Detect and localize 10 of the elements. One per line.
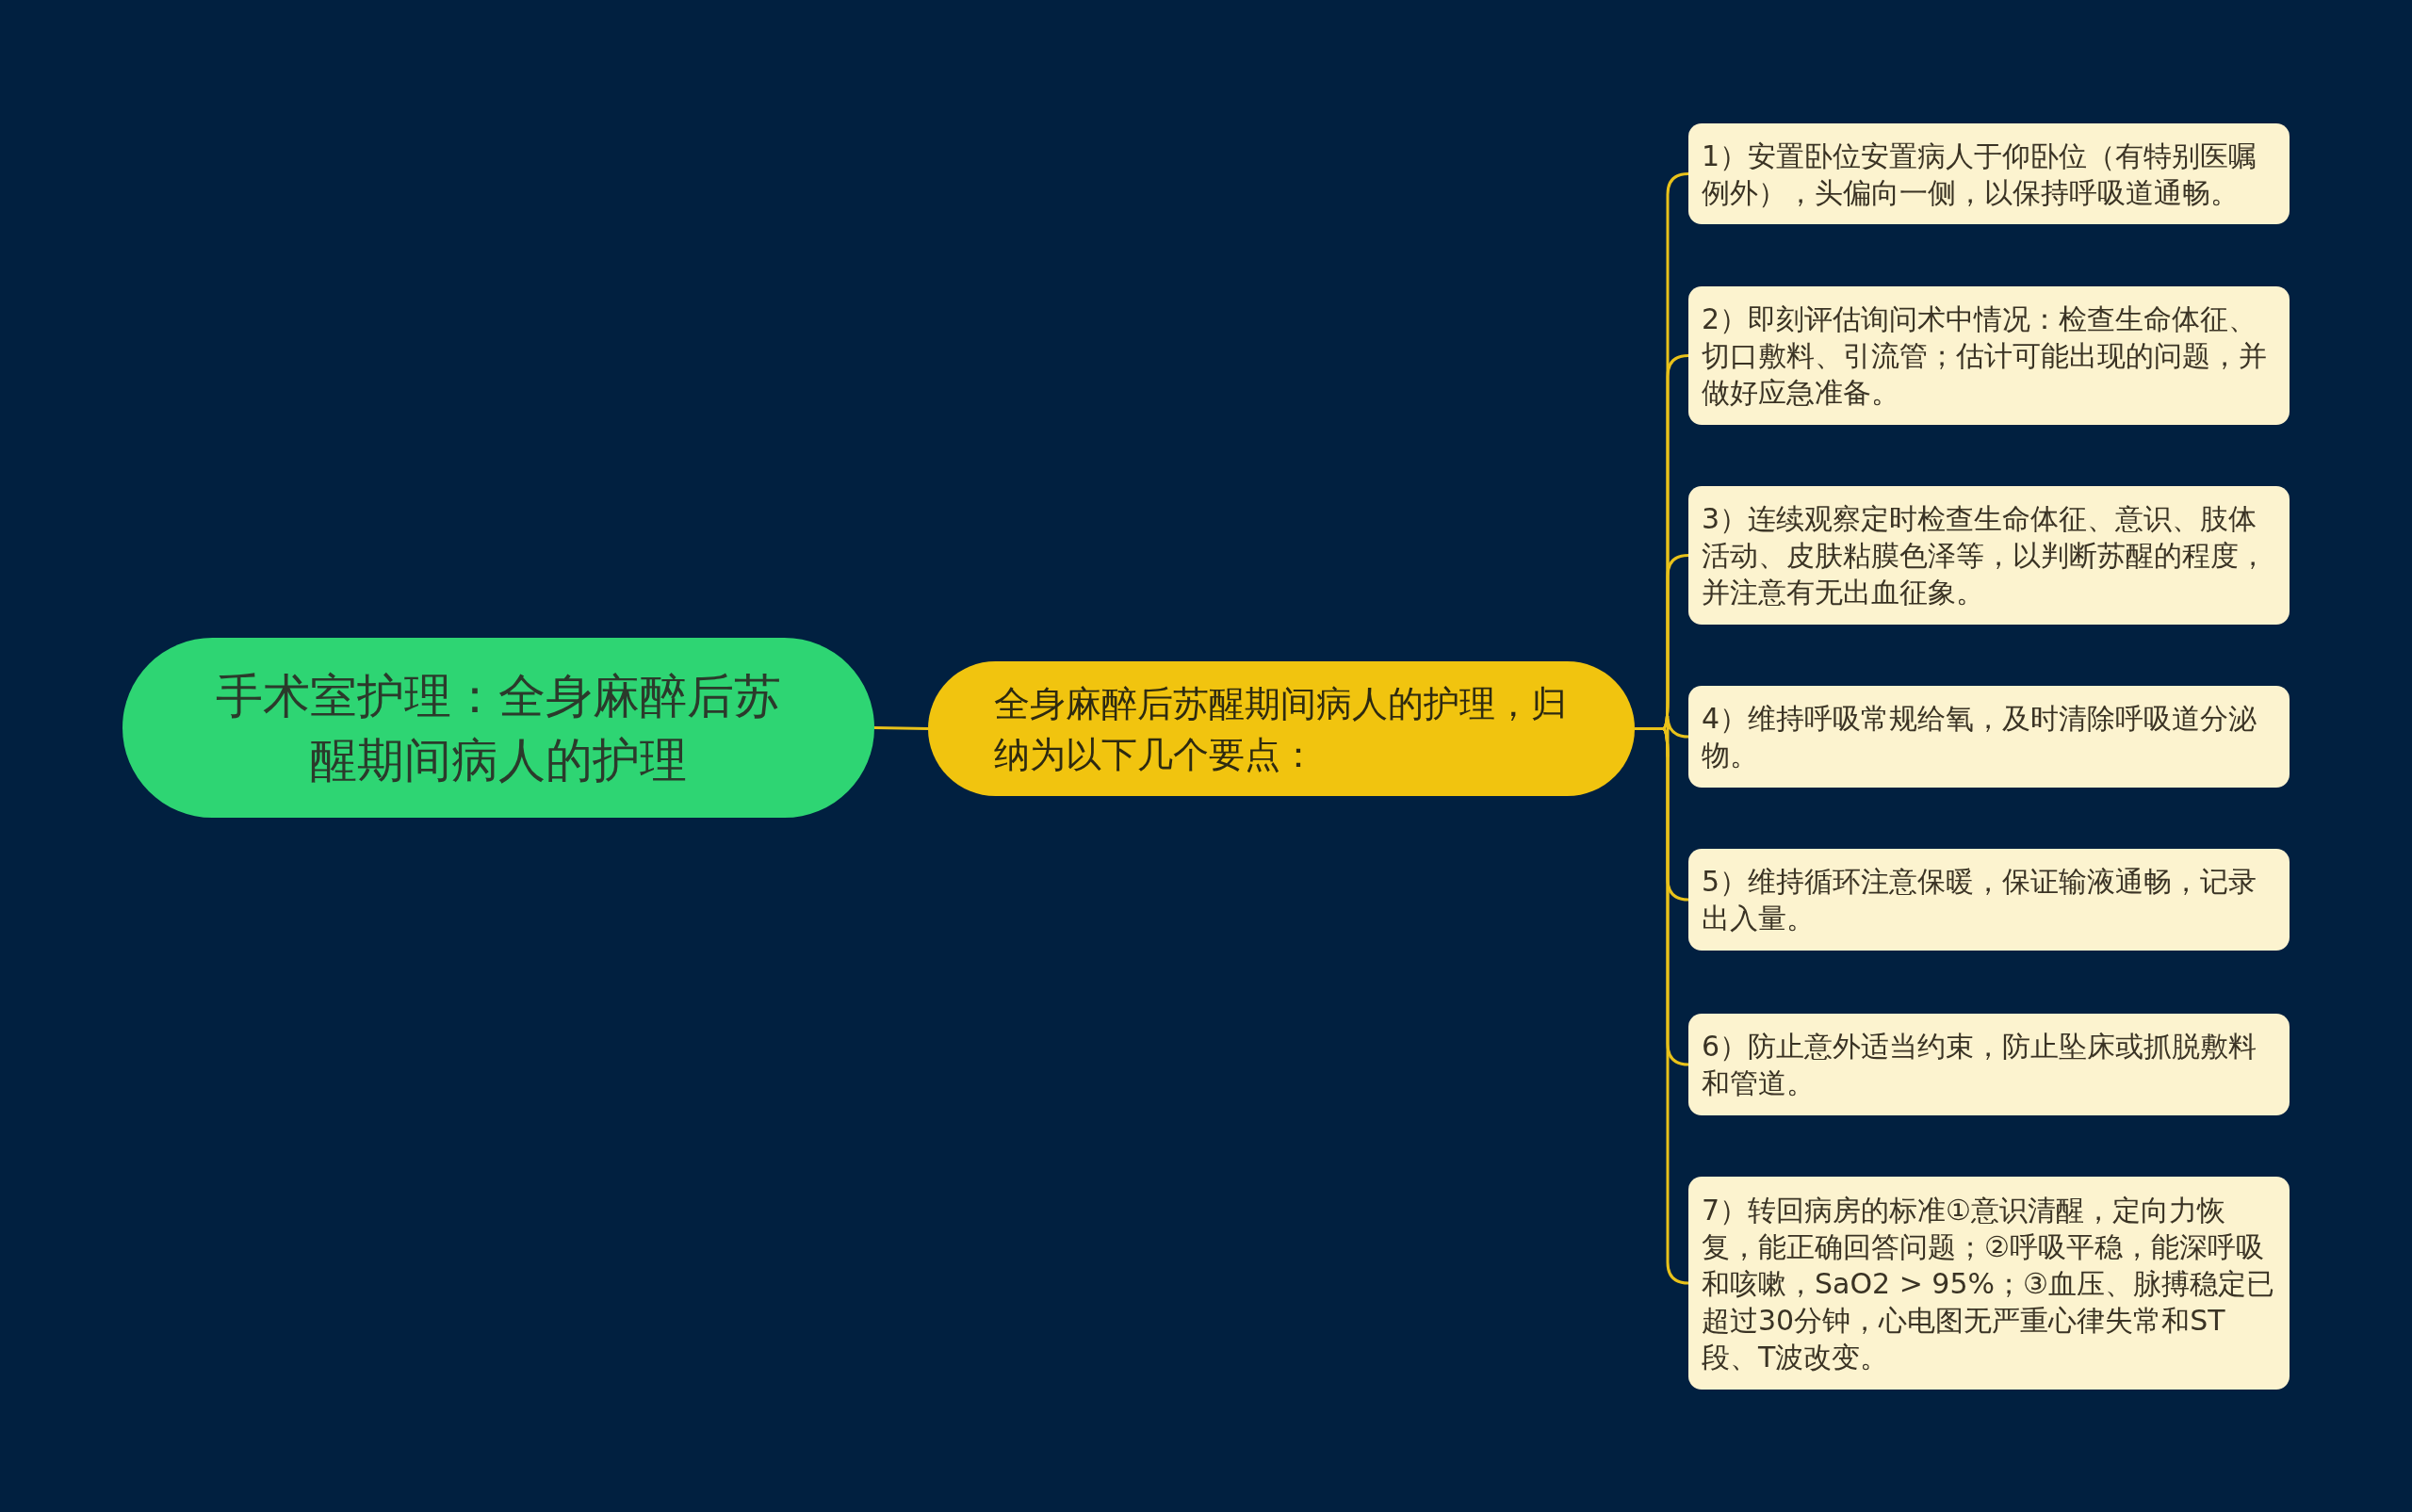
note-box: 2）即刻评估询问术中情况：检查生命体征、切口敷料、引流管；估计可能出现的问题，并做好应急准备。 [1688,286,2290,425]
note-box: 6）防止意外适当约束，防止坠床或抓脱敷料和管道。 [1688,1014,2290,1115]
note-box: 3）连续观察定时检查生命体征、意识、肢体活动、皮肤粘膜色泽等，以判断苏醒的程度，并注意有无出血征象。 [1688,486,2290,625]
note-box: 1）安置卧位安置病人于仰卧位（有特别医嘱例外），头偏向一侧，以保持呼吸道通畅。 [1688,123,2290,224]
subtopic-pill: 全身麻醉后苏醒期间病人的护理，归纳为以下几个要点： [928,661,1635,796]
note-box: 4）维持呼吸常规给氧，及时清除呼吸道分泌物。 [1688,686,2290,788]
connector-line [873,726,929,730]
note-box: 7）转回病房的标准①意识清醒，定向力恢复，能正确回答问题；②呼吸平稳，能深呼吸和咳嗽，SaO2 > 95%；③血压、脉搏稳定已超过30分钟，心电图无严重心律失常和ST段、T波改变。 [1688,1177,2290,1390]
topic-pill: 手术室护理：全身麻醉后苏醒期间病人的护理 [122,638,874,818]
note-box: 5）维持循环注意保暖，保证输液通畅，记录出入量。 [1688,849,2290,951]
